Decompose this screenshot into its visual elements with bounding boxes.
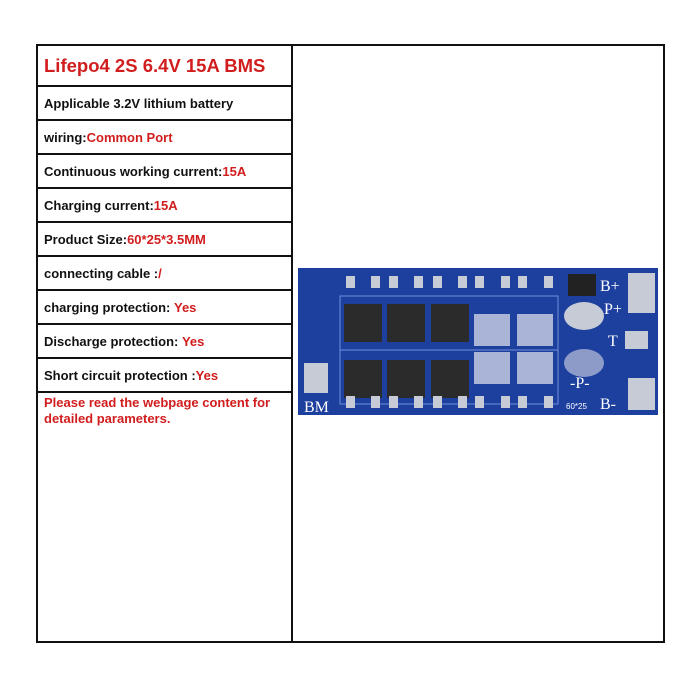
spec-row: connecting cable :/ (38, 257, 291, 291)
spec-label: wiring: (44, 129, 87, 145)
spec-row: Short circuit protection :Yes (38, 359, 291, 393)
spec-label: charging protection: (44, 299, 174, 315)
spec-row: wiring:Common Port (38, 121, 291, 155)
spec-row: Discharge protection: Yes (38, 325, 291, 359)
spec-row: Charging current:15A (38, 189, 291, 223)
spec-row: Applicable 3.2V lithium battery (38, 87, 291, 121)
spec-label: Applicable 3.2V lithium battery (44, 95, 234, 111)
spec-label: Charging current: (44, 197, 154, 213)
note-text: Please read the webpage content for deta… (44, 395, 271, 426)
pcb-label-pminus: -P- (570, 375, 590, 392)
pcb-label-pplus: P+ (604, 301, 622, 318)
spec-value: / (158, 265, 162, 281)
pcb-label-t: T (608, 333, 618, 350)
spec-row: Product Size:60*25*3.5MM (38, 223, 291, 257)
spec-label: Discharge protection: (44, 333, 182, 349)
spec-value: Yes (181, 333, 205, 349)
spec-row: charging protection: Yes (38, 291, 291, 325)
spec-label: Continuous working current: (44, 163, 223, 179)
spec-column: Lifepo4 2S 6.4V 15A BMS Applicable 3.2V … (38, 46, 293, 641)
spec-label: connecting cable : (44, 265, 159, 281)
bms-board-image: B+ P+ T -P- B- BM 60*25 (298, 268, 658, 415)
pcb-label-bminus: B- (600, 396, 616, 413)
spec-value: 60*25*3.5MM (127, 231, 206, 247)
spec-value: Common Port (86, 129, 173, 145)
spec-table: Lifepo4 2S 6.4V 15A BMS Applicable 3.2V … (36, 44, 665, 643)
spec-label: Product Size: (44, 231, 128, 247)
pcb-label-size: 60*25 (566, 402, 587, 411)
pcb-label-bm: BM (304, 399, 329, 415)
product-title: Lifepo4 2S 6.4V 15A BMS (38, 46, 291, 87)
spec-value: Yes (174, 299, 197, 315)
spec-value: Yes (195, 367, 219, 383)
spec-row: Continuous working current:15A (38, 155, 291, 189)
spec-value: 15A (222, 163, 247, 179)
spec-value: 15A (153, 197, 178, 213)
spec-label: Short circuit protection : (44, 367, 196, 383)
pcb-label-bplus: B+ (600, 278, 620, 295)
